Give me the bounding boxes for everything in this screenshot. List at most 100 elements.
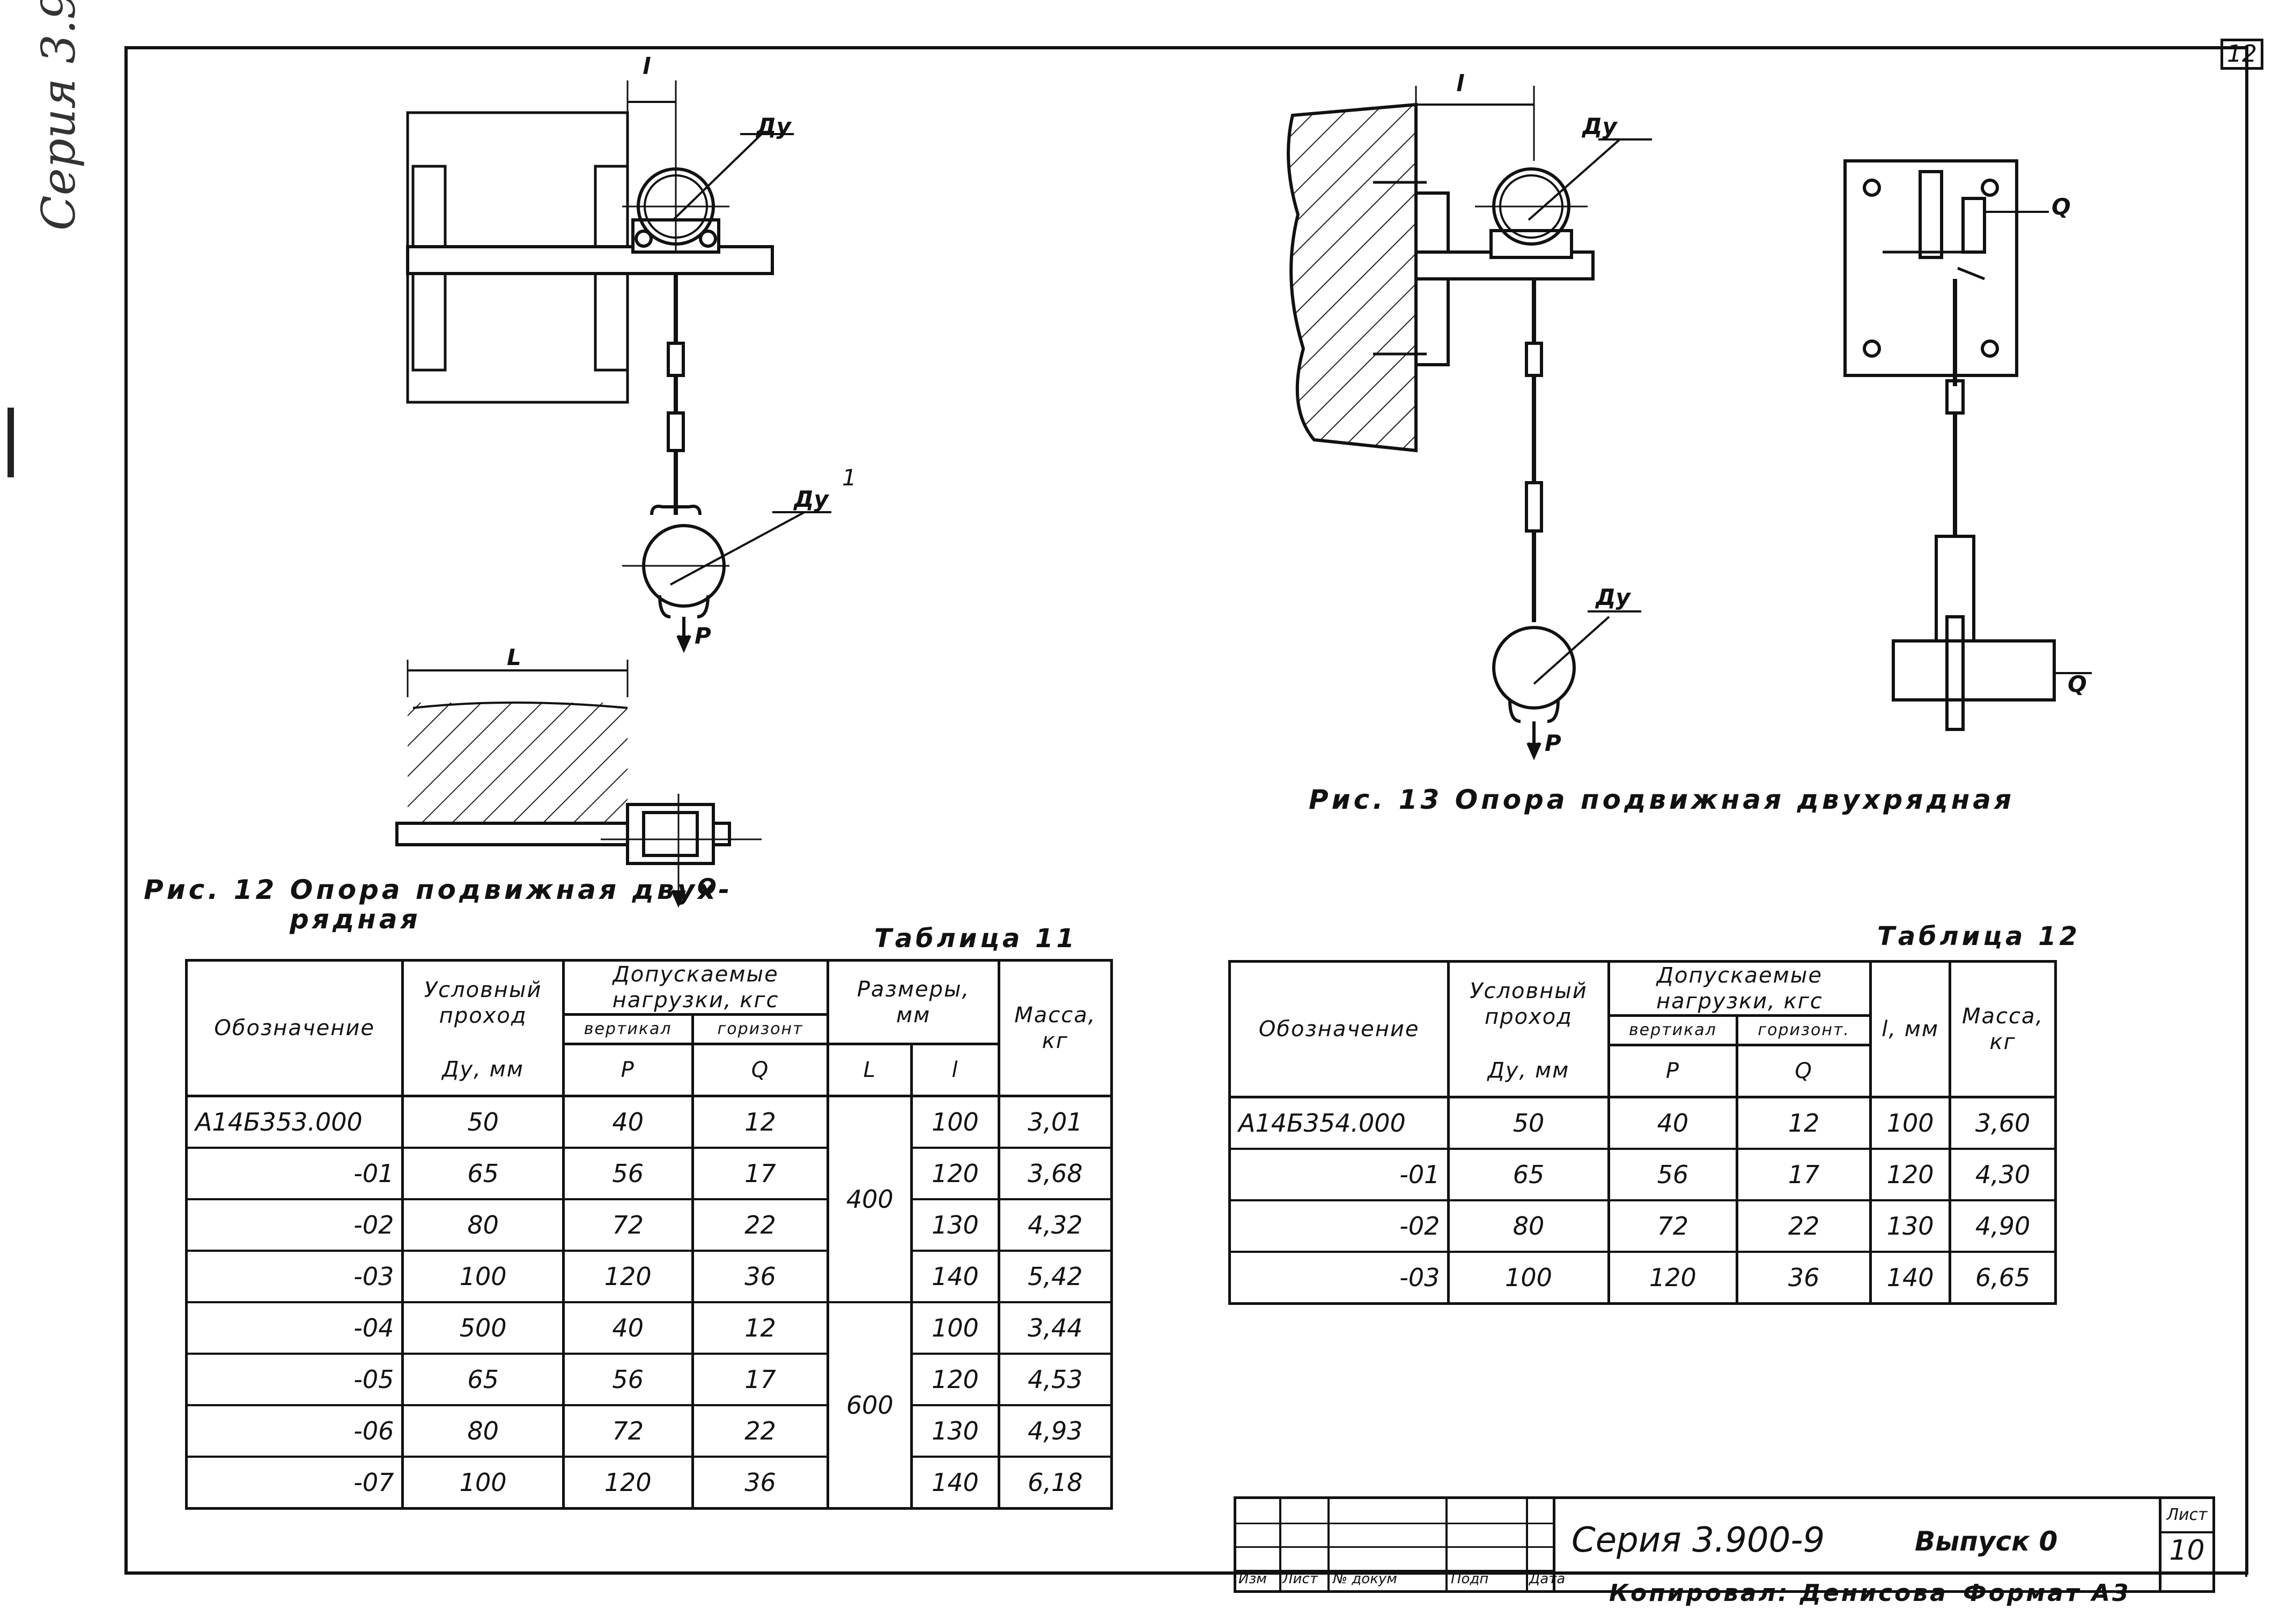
- t12-r2-du: 80: [1447, 1200, 1610, 1253]
- t12-h-loads: Допускаемые нагрузки, кгс: [1607, 960, 1872, 1017]
- t11-r7-p: 120: [562, 1457, 694, 1510]
- t11-r4-des: -04: [185, 1302, 404, 1355]
- fig12-label-q: Q: [697, 874, 717, 900]
- fig12-mark: 1: [842, 464, 857, 491]
- side-mark: [8, 408, 14, 477]
- fig12-label-p: P: [695, 623, 711, 649]
- corner-sheet-number: 12: [2220, 39, 2263, 70]
- t11-r7-l: 140: [910, 1457, 1000, 1510]
- t12-r0-l: 100: [1869, 1097, 1952, 1150]
- t12-r2-q: 22: [1736, 1200, 1872, 1253]
- t12-r1-q: 17: [1736, 1149, 1872, 1201]
- t11-r5-q: 17: [691, 1354, 830, 1406]
- format-label: Формат А3: [1963, 1579, 2131, 1607]
- t11-r4-du: 500: [401, 1302, 565, 1355]
- t12-r1-des: -01: [1228, 1149, 1450, 1201]
- t11-r5-l: 120: [910, 1354, 1000, 1406]
- t11-r1-q: 17: [691, 1148, 830, 1200]
- t11-r0-du: 50: [401, 1096, 565, 1149]
- t11-r1-des: -01: [185, 1148, 404, 1200]
- t11-h-loads: Допускаемые нагрузки, кгс: [562, 959, 830, 1016]
- t11-r2-l: 130: [910, 1199, 1000, 1252]
- t11-r3-du: 100: [401, 1251, 565, 1303]
- t11-h-horizontal: горизонт: [691, 1013, 830, 1045]
- t12-r3-du: 100: [1447, 1252, 1610, 1305]
- copied-by: Копировал: Денисова: [1609, 1579, 1948, 1607]
- fig13-caption: Рис. 13 Опора подвижная двухрядная: [1309, 784, 2015, 815]
- t11-r7-des: -07: [185, 1457, 404, 1510]
- t11-r1-du: 65: [401, 1148, 565, 1200]
- fig13-label-p: P: [1545, 730, 1561, 756]
- t11-r1-m: 3,68: [997, 1148, 1113, 1200]
- t12-h-bore-unit: Ду, мм: [1447, 1045, 1610, 1098]
- title-block: Изм Лист № докум Подп Дата Серия 3.900-9…: [1234, 1496, 2215, 1593]
- t12-r0-q: 12: [1736, 1097, 1872, 1150]
- fig12-label-du-top: Ду: [755, 113, 792, 139]
- t11-h-mass: Масса, кг: [997, 959, 1113, 1097]
- t12-r3-des: -03: [1228, 1252, 1450, 1305]
- t12-r1-m: 4,30: [1949, 1149, 2057, 1201]
- t12-h-p: P: [1607, 1044, 1739, 1098]
- t11-r3-p: 120: [562, 1251, 694, 1303]
- fig13-label-q-pipe: Q: [2068, 671, 2087, 697]
- t11-r6-des: -06: [185, 1405, 404, 1458]
- t12-r0-p: 40: [1607, 1097, 1739, 1150]
- stamp-issue: Выпуск 0: [1915, 1526, 2058, 1557]
- table11: Обозначение Условный проход Допускаемые …: [185, 959, 1113, 1510]
- fig12-caption-line1: Рис. 12 Опора подвижная двух-: [144, 874, 733, 905]
- fig12-label-du-bottom: Ду: [793, 486, 829, 512]
- t11-r3-m: 5,42: [997, 1251, 1113, 1303]
- stamp-sheet-label: Лист: [2161, 1499, 2212, 1533]
- t11-r6-p: 72: [562, 1405, 694, 1458]
- t12-r3-p: 120: [1607, 1252, 1739, 1305]
- t11-r1-p: 56: [562, 1148, 694, 1200]
- t12-h-l: l, мм: [1869, 960, 1952, 1098]
- t12-r1-l: 120: [1869, 1149, 1952, 1201]
- t11-r3-l: 140: [910, 1251, 1000, 1303]
- stamp-series: Серия 3.900-9: [1572, 1520, 1825, 1560]
- stamp-col-doc: № докум: [1333, 1571, 1397, 1587]
- t11-r6-q: 22: [691, 1405, 830, 1458]
- frame-inner-line: [2245, 80, 2247, 1577]
- t12-h-mass: Масса, кг: [1949, 960, 2057, 1098]
- t11-r5-du: 65: [401, 1354, 565, 1406]
- t12-r2-des: -02: [1228, 1200, 1450, 1253]
- title-main-cell: Серия 3.900-9 Выпуск 0: [1555, 1496, 2161, 1593]
- t11-h-bore-unit: Ду, мм: [401, 1044, 565, 1097]
- t11-r2-q: 22: [691, 1199, 830, 1252]
- t11-h-p: P: [562, 1043, 694, 1097]
- fig13-label-q-side: Q: [2052, 194, 2071, 220]
- t11-r2-des: -02: [185, 1199, 404, 1252]
- stamp-col-list: Лист: [1282, 1571, 1318, 1587]
- t11-r0-des: А14Б353.000: [185, 1096, 404, 1149]
- t11-r4-q: 12: [691, 1302, 830, 1355]
- t11-h-sizes: Размеры, мм: [827, 959, 1000, 1045]
- t11-r6-m: 4,93: [997, 1405, 1113, 1458]
- t11-r4-l: 100: [910, 1302, 1000, 1355]
- t12-r3-l: 140: [1869, 1252, 1952, 1305]
- fig13-label-du-bottom: Ду: [1595, 584, 1631, 610]
- t12-r2-m: 4,90: [1949, 1200, 2057, 1253]
- t11-L-group2: 600: [827, 1302, 913, 1510]
- sheet-box: Лист 10: [2161, 1496, 2215, 1593]
- t12-h-q: Q: [1736, 1044, 1872, 1098]
- t11-r7-q: 36: [691, 1457, 830, 1510]
- t11-r7-m: 6,18: [997, 1457, 1113, 1510]
- t11-r2-p: 72: [562, 1199, 694, 1252]
- t11-r6-l: 130: [910, 1405, 1000, 1458]
- t12-r3-m: 6,65: [1949, 1252, 2057, 1305]
- fig13-side-view: [1287, 86, 1652, 761]
- t11-r0-l: 100: [910, 1096, 1000, 1149]
- fig12-plan-view: [395, 660, 762, 908]
- t12-h-designation: Обозначение: [1228, 960, 1450, 1098]
- t12-r2-p: 72: [1607, 1200, 1739, 1253]
- stamp-col-izm: Изм: [1238, 1571, 1267, 1587]
- t11-h-designation: Обозначение: [185, 959, 404, 1097]
- t11-r2-m: 4,32: [997, 1199, 1113, 1252]
- t11-r5-p: 56: [562, 1354, 694, 1406]
- t12-h-horizontal: горизонт.: [1736, 1014, 1872, 1046]
- fig13-dim-l: l: [1456, 70, 1464, 97]
- fig12-dim-L: L: [507, 644, 521, 670]
- t11-r6-du: 80: [401, 1405, 565, 1458]
